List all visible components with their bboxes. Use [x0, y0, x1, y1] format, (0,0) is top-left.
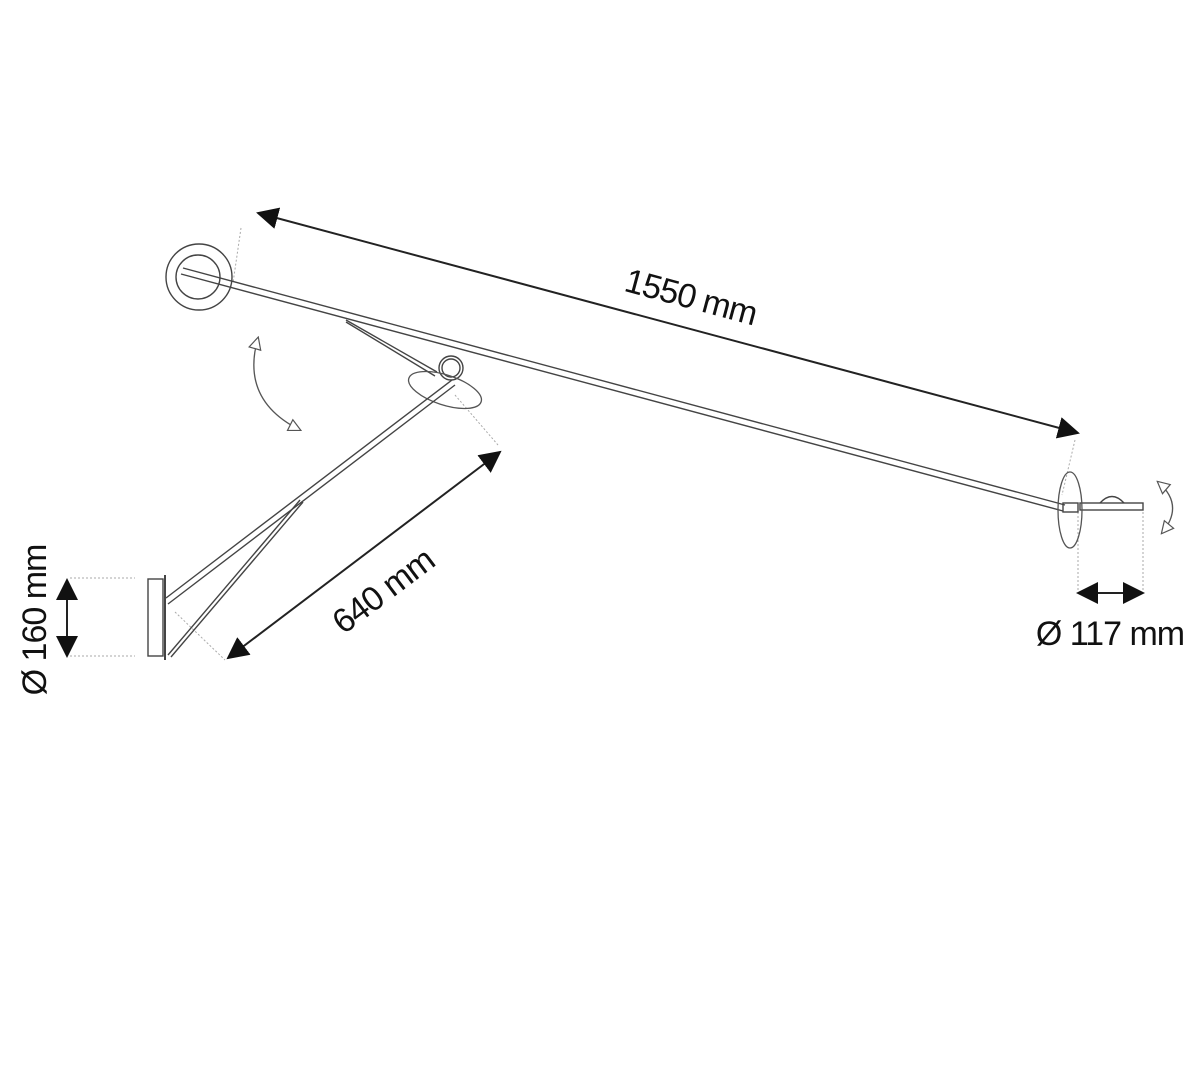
base-diameter-label: Ø 160 mm — [16, 545, 54, 696]
rotation-arrow-icon — [1158, 482, 1173, 533]
lamp-head — [1057, 471, 1144, 549]
arm-length-label: 1550 mm — [621, 262, 761, 334]
lower-arm-length-label: 640 mm — [325, 541, 441, 642]
arm-length-arrow — [256, 207, 1080, 439]
strut — [345, 319, 438, 377]
head-diameter-label: Ø 117 mm — [1036, 615, 1184, 653]
extension-lines — [70, 227, 1144, 661]
counterweight-ring — [165, 243, 233, 311]
main-rod — [180, 267, 1066, 512]
wall-plate — [147, 575, 166, 660]
rotation-arrow-icon — [254, 338, 300, 430]
lower-arm-length-arrow — [226, 450, 502, 660]
